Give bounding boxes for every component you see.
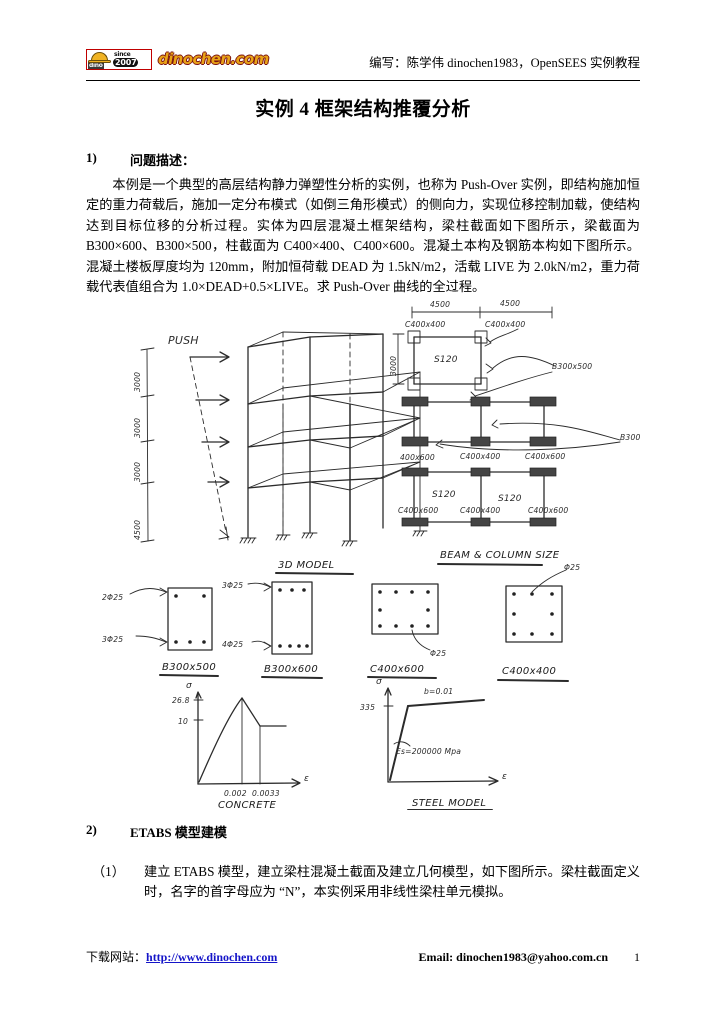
badge-year-label: 2007 bbox=[113, 58, 139, 67]
page-number: 1 bbox=[634, 950, 640, 964]
section-etabs-modeling: 2) ETABS 模型建模 bbox=[86, 822, 640, 841]
svg-text:0.0033: 0.0033 bbox=[252, 789, 280, 798]
frame-model-caption: 3D MODEL bbox=[278, 560, 335, 571]
section-c400x600: Φ25 C400x600 bbox=[367, 583, 446, 679]
svg-text:S120: S120 bbox=[434, 355, 458, 365]
section-c400x400: Φ25 C400x400 bbox=[497, 563, 580, 682]
push-load-diagram: PUSH bbox=[168, 334, 230, 541]
svg-text:3Φ25: 3Φ25 bbox=[222, 581, 243, 590]
section2-heading: ETABS 模型建模 bbox=[130, 825, 227, 840]
steel-curve-caption: STEEL MODEL bbox=[412, 798, 486, 809]
dino-badge-icon: dino since 2007 bbox=[86, 48, 152, 70]
svg-text:ε: ε bbox=[304, 774, 309, 784]
svg-text:3000: 3000 bbox=[389, 356, 398, 376]
svg-text:σ: σ bbox=[376, 677, 382, 687]
svg-text:2Φ25: 2Φ25 bbox=[102, 593, 123, 602]
section-b300x600: 3Φ25 4Φ25 B300x600 bbox=[222, 581, 323, 679]
list-item: （1） 建立 ETABS 模型，建立梁柱混凝土截面及建立几何模型，如下图所示。梁… bbox=[86, 862, 640, 903]
site-logo[interactable]: dino since 2007 dinochen.com bbox=[86, 48, 269, 70]
page-title: 实例 4 框架结构推覆分析 bbox=[255, 99, 471, 120]
svg-text:4Φ25: 4Φ25 bbox=[222, 640, 243, 649]
svg-text:3000: 3000 bbox=[133, 418, 142, 438]
svg-text:4500: 4500 bbox=[133, 520, 142, 540]
frame-supports bbox=[239, 530, 428, 547]
svg-text:400x600: 400x600 bbox=[400, 453, 435, 462]
list-item-number: （1） bbox=[92, 864, 125, 879]
svg-text:C400x600: C400x600 bbox=[525, 452, 565, 461]
header-byline: 编写：陈学伟 dinochen1983，OpenSEES 实例教程 bbox=[369, 56, 640, 70]
badge-since-label: since bbox=[114, 51, 131, 58]
svg-text:C400x600: C400x600 bbox=[398, 506, 438, 515]
svg-text:4500: 4500 bbox=[500, 299, 520, 308]
svg-text:S120: S120 bbox=[498, 494, 522, 504]
download-site-link[interactable]: http://www.dinochen.com bbox=[146, 950, 278, 964]
svg-text:0.002: 0.002 bbox=[224, 789, 247, 798]
section2-number: 2) bbox=[86, 822, 97, 837]
section-caption-c400x600: C400x600 bbox=[370, 664, 424, 675]
badge-text-stack: since 2007 bbox=[113, 50, 151, 69]
svg-text:C400x400: C400x400 bbox=[485, 320, 525, 329]
svg-text:26.8: 26.8 bbox=[172, 696, 190, 705]
header-divider bbox=[86, 80, 640, 81]
section2-heading-row: 2) ETABS 模型建模 bbox=[86, 822, 640, 841]
svg-text:C400x400: C400x400 bbox=[460, 506, 500, 515]
svg-text:C400x600: C400x600 bbox=[528, 506, 568, 515]
steel-stress-strain-chart: 335 σ b=0.01 Es=200000 Mpa ε STEEL MODEL bbox=[360, 677, 507, 810]
section-caption-c400x400: C400x400 bbox=[502, 666, 556, 677]
section1-paragraph: 本例是一个典型的高层结构静力弹塑性分析的实例，也称为 Push-Over 实例，… bbox=[86, 177, 640, 295]
frame-3d-model: 3D MODEL bbox=[239, 331, 428, 575]
section-caption-b300x600: B300x600 bbox=[264, 664, 318, 675]
svg-text:C400x400: C400x400 bbox=[460, 452, 500, 461]
section-caption-b300x500: B300x500 bbox=[162, 662, 216, 673]
badge-dino-label: dino bbox=[88, 61, 104, 69]
section1-heading: 问题描述： bbox=[130, 153, 196, 168]
hardhat-icon: dino bbox=[87, 49, 113, 69]
svg-text:3000: 3000 bbox=[133, 462, 142, 482]
section1-heading-row: 1) 问题描述： bbox=[86, 150, 640, 169]
svg-text:Φ25: Φ25 bbox=[564, 563, 580, 572]
logo-wordmark: dinochen.com bbox=[158, 50, 269, 68]
hand-drawn-figure: 3000 3000 3000 4500 PUSH bbox=[100, 292, 640, 810]
concrete-stress-strain-chart: 26.8 10 0.002 0.0033 ε CONCRETE bbox=[172, 691, 309, 810]
download-label: 下载网站： bbox=[86, 950, 147, 964]
svg-text:3Φ25: 3Φ25 bbox=[102, 635, 123, 644]
page-footer: 下载网站： http://www.dinochen.com Email: din… bbox=[86, 948, 640, 965]
section-b300x500: 2Φ25 3Φ25 B300x500 bbox=[102, 587, 219, 677]
section-problem-description: 1) 问题描述： 本例是一个典型的高层结构静力弹塑性分析的实例，也称为 Push… bbox=[86, 150, 640, 297]
svg-text:Es=200000 Mpa: Es=200000 Mpa bbox=[396, 747, 461, 756]
concrete-sigma-label: σ bbox=[186, 681, 192, 691]
section1-number: 1) bbox=[86, 150, 97, 165]
svg-text:Φ25: Φ25 bbox=[430, 649, 446, 658]
svg-text:10: 10 bbox=[178, 717, 188, 726]
elevation-dimension-chain: 3000 3000 3000 4500 bbox=[133, 347, 155, 543]
svg-text:B300x600: B300x600 bbox=[620, 433, 640, 442]
svg-text:ε: ε bbox=[502, 772, 507, 782]
svg-text:3000: 3000 bbox=[133, 372, 142, 392]
svg-text:B300x500: B300x500 bbox=[552, 362, 592, 371]
svg-text:C400x400: C400x400 bbox=[405, 320, 445, 329]
svg-text:b=0.01: b=0.01 bbox=[424, 687, 453, 696]
svg-text:PUSH: PUSH bbox=[168, 334, 199, 347]
list-item-text: 建立 ETABS 模型，建立梁柱混凝土截面及建立几何模型，如下图所示。梁柱截面定… bbox=[144, 864, 640, 900]
beam-column-size-diagram: 4500 4500 3000 C400x400 C400x400 S120 bbox=[389, 299, 640, 566]
svg-text:S120: S120 bbox=[432, 490, 456, 500]
footer-email: Email: dinochen1983@yahoo.com.cn bbox=[418, 950, 608, 964]
page-header: dino since 2007 dinochen.com 编写：陈学伟 dino… bbox=[86, 46, 640, 80]
svg-text:4500: 4500 bbox=[430, 300, 450, 309]
concrete-curve-caption: CONCRETE bbox=[218, 800, 276, 810]
beam-column-size-caption: BEAM & COLUMN SIZE bbox=[440, 550, 560, 561]
section2-items: （1） 建立 ETABS 模型，建立梁柱混凝土截面及建立几何模型，如下图所示。梁… bbox=[86, 862, 640, 903]
svg-text:335: 335 bbox=[360, 703, 375, 712]
